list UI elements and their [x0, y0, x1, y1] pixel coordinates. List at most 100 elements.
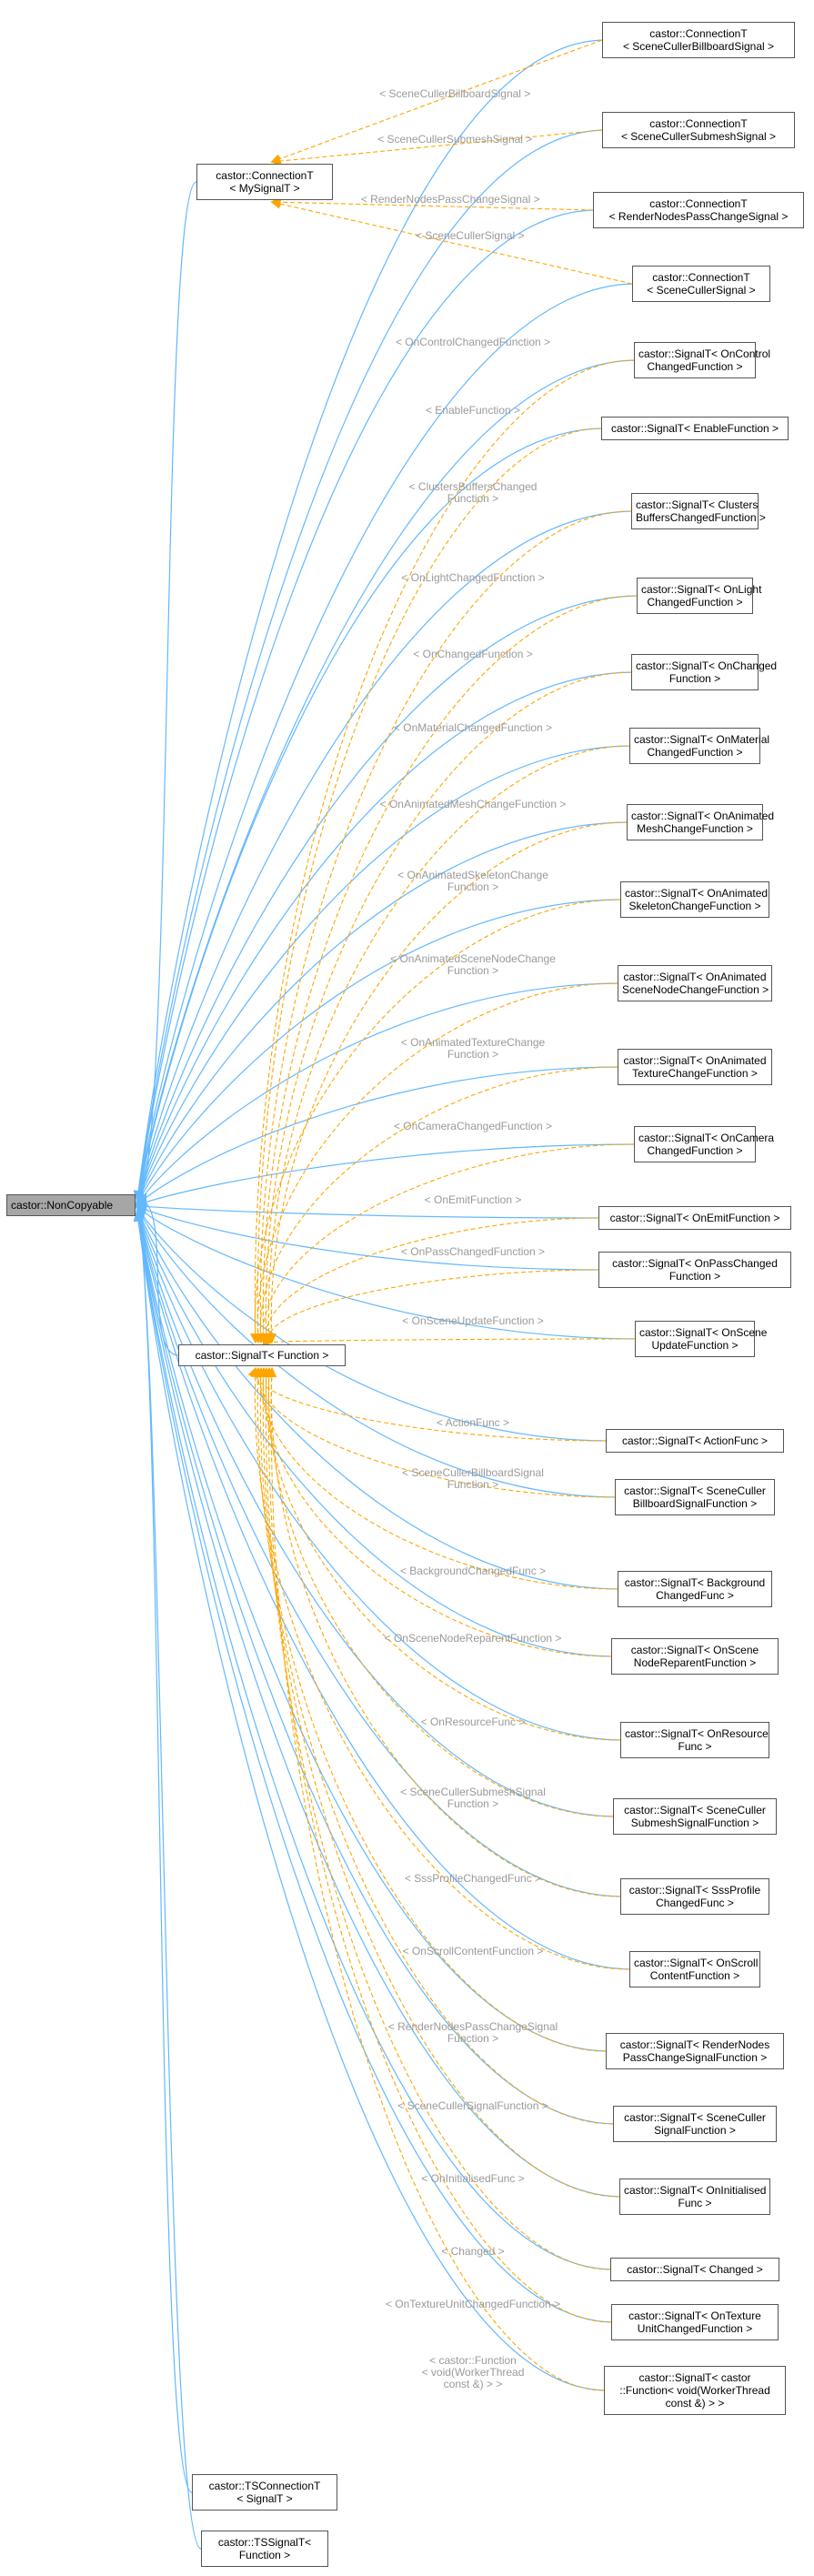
template-edge-c3: [270, 196, 594, 211]
template-argument-label: < OnLightChangedFunction >: [401, 570, 545, 584]
class-name-line: castor::ConnectionT: [649, 27, 748, 40]
template-argument-label: < OnResourceFunc >: [420, 1715, 526, 1728]
inheritance-edge-s27: [133, 1211, 616, 2323]
inheritance-edge-s1: [134, 359, 638, 1202]
class-name-line: castor::SignalT< OnTexture: [628, 2309, 761, 2322]
hub-node-connT[interactable]: castor::ConnectionT< MySignalT >: [196, 164, 333, 200]
template-edge-c2: [270, 129, 603, 166]
class-name-line: castor::SignalT< Background: [624, 1576, 766, 1589]
class-name-line: castor::SignalT< OnScroll: [634, 1957, 759, 1969]
class-name-line: ChangedFunction >: [647, 746, 743, 759]
class-name-line: UnitChangedFunction >: [637, 2322, 753, 2335]
class-name-line: UpdateFunction >: [651, 1339, 739, 1352]
class-name-line: MeshChangeFunction >: [637, 822, 753, 835]
inheritance-edge-s28: [133, 1211, 608, 2391]
signal-node-s12[interactable]: castor::SignalT< OnEmitFunction >: [598, 1206, 791, 1230]
template-argument-label: < SceneCullerBillboardSignal >: [379, 87, 531, 100]
template-argument-label: < OnSceneNodeReparentFunction >: [384, 1631, 562, 1645]
template-argument-label: < OnAnimatedMeshChangeFunction >: [379, 797, 567, 810]
inheritance-edge-s8: [136, 899, 625, 1205]
class-name-line: castor::SignalT< RenderNodes: [619, 2038, 770, 2051]
class-name-line: castor::SignalT< OnAnimated: [625, 887, 769, 900]
class-name-line: castor::ConnectionT: [216, 169, 314, 182]
connection-node-c2[interactable]: castor::ConnectionT< SceneCullerSubmeshS…: [602, 112, 795, 148]
template-edge-c4: [270, 198, 633, 285]
class-name-line: castor::SignalT< Clusters: [636, 498, 759, 511]
class-name-line: ChangedFunc >: [656, 1897, 734, 1909]
class-name-line: NodeReparentFunction >: [633, 1656, 757, 1669]
signal-node-s26[interactable]: castor::SignalT< Changed >: [610, 2258, 779, 2281]
template-argument-label: < OnInitialisedFunc >: [421, 2171, 525, 2185]
connection-node-c1[interactable]: castor::ConnectionT< SceneCullerBillboar…: [602, 22, 795, 58]
class-name-line: castor::SignalT< OnResource: [625, 1727, 769, 1740]
class-name-line: castor::SignalT< SceneCuller: [624, 1484, 766, 1497]
template-edge-s9: [252, 982, 618, 1344]
template-edge-s28: [266, 1366, 605, 2391]
hub-node-sigT[interactable]: castor::SignalT< Function >: [178, 1344, 346, 1366]
class-name-line: Function >: [668, 1270, 721, 1283]
class-name-line: < RenderNodesPassChangeSignal >: [608, 210, 789, 223]
hub-node-tssig[interactable]: castor::TSSignalT<Function >: [201, 2531, 328, 2567]
root-class-node[interactable]: castor::NonCopyable: [6, 1194, 136, 1216]
template-edge-s20: [263, 1366, 614, 1817]
signal-node-s2[interactable]: castor::SignalT< EnableFunction >: [601, 417, 789, 440]
template-argument-label: < OnCameraChangedFunction >: [393, 1119, 553, 1132]
template-argument-label: < SceneCullerSignalFunction >: [397, 2098, 548, 2112]
class-name-line: SceneNodeChangeFunction >: [622, 983, 769, 996]
inheritance-edge-s17: [136, 1206, 622, 1590]
template-argument-label: < EnableFunction >: [425, 403, 521, 417]
inheritance-edge-s7: [136, 821, 631, 1205]
class-name-line: Function >: [668, 672, 721, 685]
signal-node-s15[interactable]: castor::SignalT< ActionFunc >: [606, 1429, 784, 1453]
hub-node-tsconn[interactable]: castor::TSConnectionT< SignalT >: [192, 2474, 337, 2511]
template-argument-label: < BackgroundChangedFunc >: [399, 1564, 547, 1577]
connection-node-c3[interactable]: castor::ConnectionT< RenderNodesPassChan…: [593, 192, 804, 228]
template-edge-s5: [261, 671, 632, 1344]
inheritance-edge-s12: [136, 1202, 603, 1219]
class-name-line: castor::SignalT< OnAnimated: [623, 971, 767, 983]
template-edge-s4: [258, 595, 638, 1344]
connection-node-c4[interactable]: castor::ConnectionT< SceneCullerSignal >: [632, 266, 770, 302]
class-name-line: castor::SignalT< SceneCuller: [624, 1804, 766, 1816]
inheritance-edge-s20: [134, 1208, 618, 1817]
template-edge-s3: [256, 510, 632, 1344]
signal-node-s28[interactable]: castor::SignalT< castor::Function< void(…: [604, 2366, 786, 2415]
template-argument-label: < OnTextureUnitChangedFunction >: [385, 2297, 561, 2310]
class-name-line: castor::SignalT< SssProfile: [628, 1884, 761, 1897]
template-edge-s21: [266, 1366, 621, 1897]
class-name-line: castor::SignalT< OnAnimated: [631, 810, 775, 822]
inheritance-edge-s14: [136, 1205, 639, 1340]
inheritance-edge-s22: [134, 1209, 634, 1970]
template-argument-label: < RenderNodesPassChangeSignal >: [360, 192, 540, 206]
class-name-line: < MySignalT >: [229, 182, 300, 195]
class-name-line: castor::TSSignalT<: [217, 2536, 312, 2549]
class-name-line: ContentFunction >: [649, 1969, 740, 1982]
